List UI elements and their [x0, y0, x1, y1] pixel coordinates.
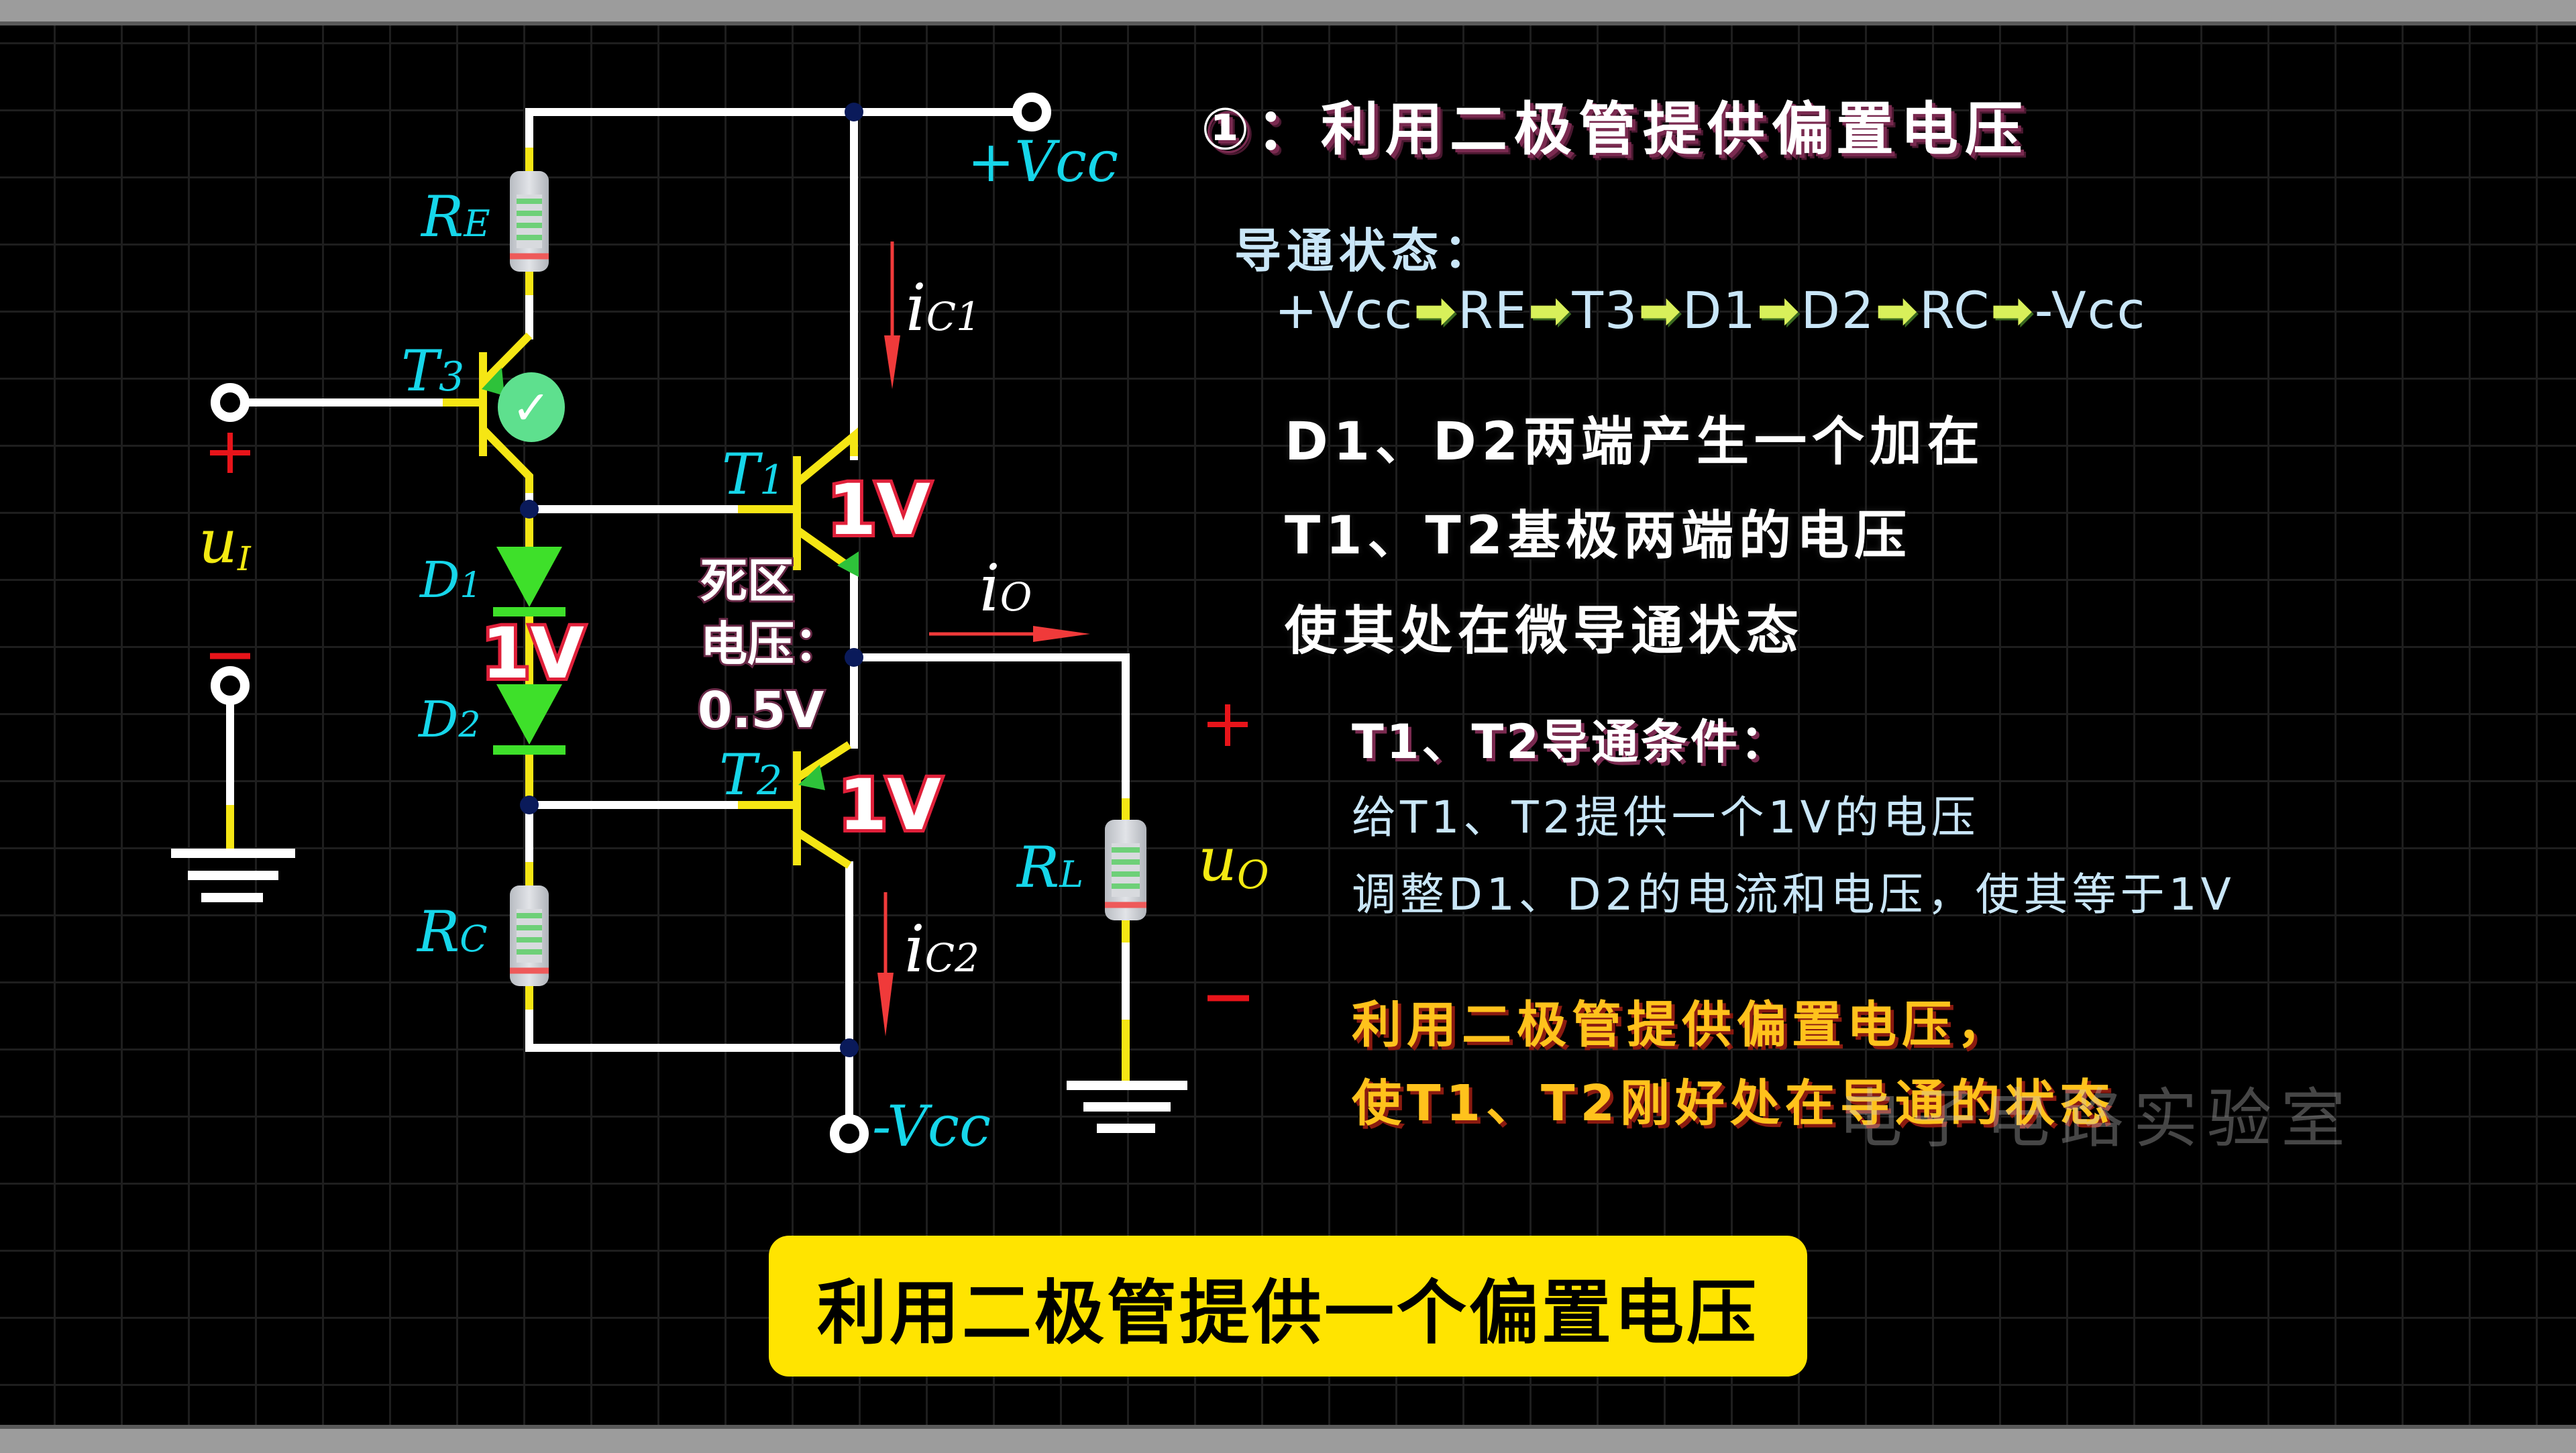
path-node: RE	[1457, 280, 1528, 340]
current-arrow-ic1-icon	[884, 241, 900, 389]
ui-polarity-marks	[210, 433, 250, 659]
status-check-badge: ✓	[498, 372, 565, 442]
t3-emitter-arrow-icon	[482, 368, 504, 396]
vcc-neg-terminal	[830, 1114, 869, 1153]
subtitle-caption: 利用二极管提供一个偏置电压	[769, 1236, 1807, 1377]
ic2-label: iC2	[904, 912, 979, 987]
rc-label: RC	[416, 899, 488, 965]
t1-label: T1	[722, 441, 785, 507]
diode-voltage: 1V	[482, 612, 584, 694]
rl-label: RL	[1016, 835, 1083, 900]
uo-label: uO	[1198, 824, 1269, 898]
path-node: D1	[1682, 280, 1757, 340]
top-letterbox-bar	[0, 0, 2576, 25]
dead-zone-note: 死区 电压： 0.5V	[696, 551, 843, 741]
arrow-right-icon: ➡	[1756, 280, 1801, 340]
arrow-right-icon: ➡	[1875, 280, 1920, 340]
input-pos-terminal	[211, 383, 250, 422]
junction-dots	[520, 103, 863, 1057]
subtitle-caption-text: 利用二极管提供一个偏置电压	[816, 1271, 1759, 1354]
arrow-right-icon: ➡	[1413, 280, 1458, 340]
t2-label: T2	[719, 742, 782, 808]
path-node: RC	[1919, 280, 1991, 340]
resistor-re-icon	[510, 171, 549, 272]
t1-vbe-voltage: 1V	[828, 469, 930, 551]
ui-label: uI	[199, 506, 252, 578]
t2-emitter-arrow-icon	[798, 765, 825, 790]
explanation-line: D1、D2两端产生一个加在	[1285, 412, 1986, 472]
arrow-right-icon: ➡	[1638, 280, 1682, 340]
terminals	[211, 93, 1051, 1153]
vcc-neg-label: -Vcc	[872, 1093, 991, 1159]
ground-input-icon	[171, 849, 295, 902]
explanation-line: T1、T2基极两端的电压	[1285, 506, 1912, 566]
condition-line: 给T1、T2提供一个1V的电压	[1352, 792, 1980, 843]
input-neg-terminal	[211, 666, 250, 705]
path-node: -Vcc	[2034, 280, 2147, 340]
condition-line: 调整D1、D2的电流和电压，使其等于1V	[1352, 869, 2235, 920]
d1-label: D1	[419, 551, 482, 609]
arrow-right-icon: ➡	[1527, 280, 1572, 340]
page-title: ①：利用二极管提供偏置电压	[1201, 96, 2029, 163]
bottom-letterbox-bar	[0, 1425, 2576, 1453]
svg-text:0.5V: 0.5V	[698, 682, 824, 739]
current-arrow-io-icon	[929, 626, 1090, 642]
ic1-label: iC1	[906, 270, 981, 345]
svg-text:电压：: 电压：	[700, 616, 841, 671]
svg-text:死区: 死区	[700, 553, 794, 608]
vcc-pos-label: +Vcc	[967, 129, 1118, 195]
transistor-t3-icon	[479, 332, 533, 493]
explanation-line: 使其处在微导通状态	[1285, 601, 1805, 661]
path-node: D2	[1801, 280, 1876, 340]
uo-polarity-marks	[1208, 704, 1249, 1002]
diode-d1-icon	[493, 547, 566, 616]
conclusion-line: 利用二极管提供偏置电压，	[1352, 996, 2012, 1054]
diode-d2-icon	[493, 684, 566, 755]
resistor-rc-icon	[510, 885, 549, 986]
path-node: +Vcc	[1275, 280, 1414, 340]
t2-vbe-voltage: 1V	[839, 764, 941, 846]
path-node: T3	[1572, 280, 1639, 340]
resistor-rl-icon	[1105, 820, 1146, 920]
conclusion-line: 使T1、T2刚好处在导通的状态	[1352, 1075, 2115, 1132]
condition-title: T1、T2导通条件：	[1352, 714, 1790, 769]
re-label: RE	[420, 184, 490, 250]
t3-label: T3	[401, 338, 464, 404]
vcc-pos-terminal	[1012, 93, 1051, 131]
component-leads	[226, 148, 1130, 1083]
svg-text:✓: ✓	[512, 380, 551, 435]
d2-label: D2	[417, 691, 480, 749]
transistor-t2-icon	[793, 741, 852, 869]
ground-output-icon	[1067, 1081, 1187, 1133]
conduction-path: +Vcc➡RE➡T3➡D1➡D2➡RC➡-Vcc	[1275, 280, 2146, 340]
io-label: iO	[979, 551, 1032, 626]
conduction-label: 导通状态：	[1234, 223, 1496, 278]
watermark: 电子电路实验室	[1838, 1081, 2355, 1156]
arrow-right-icon: ➡	[1990, 280, 2035, 340]
grid-background	[0, 25, 2576, 1425]
current-arrow-ic2-icon	[877, 892, 894, 1036]
t1-emitter-arrow-icon	[837, 551, 859, 577]
